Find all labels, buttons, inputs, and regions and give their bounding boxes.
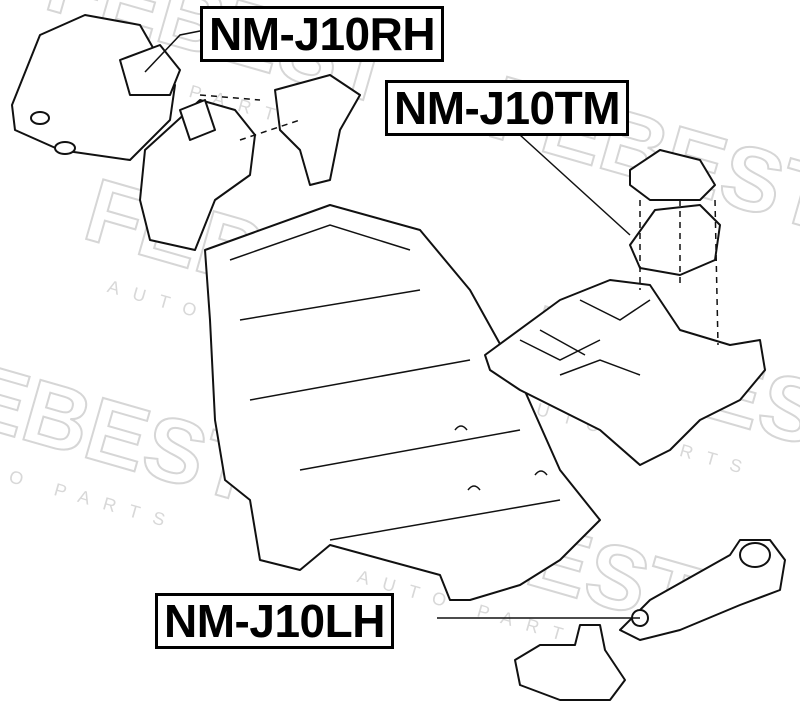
engine-block <box>204 204 601 601</box>
label-nm-j10tm: NM-J10TM <box>385 80 630 136</box>
label-nm-j10lh: NM-J10LH <box>155 593 394 649</box>
tm-leader-line <box>519 134 631 236</box>
rh-engine-mount <box>11 14 361 251</box>
label-nm-j10rh: NM-J10RH <box>200 6 445 62</box>
rh-leader-line <box>144 29 206 73</box>
tm-transmission-mount <box>484 149 766 466</box>
leader-lines <box>144 29 640 619</box>
lh-engine-mount <box>514 539 786 701</box>
